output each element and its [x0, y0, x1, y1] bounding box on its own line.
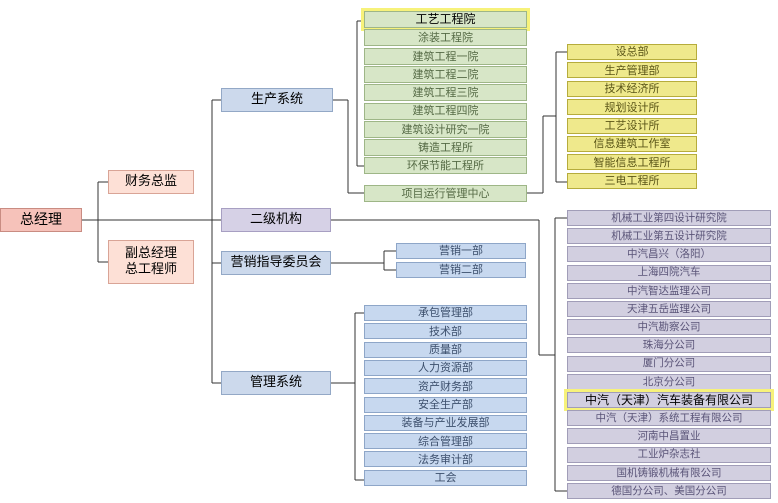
- production-system-node: 生产系统: [221, 88, 333, 112]
- second-level-unit-5: 中汽智达监理公司: [567, 282, 771, 299]
- second-level-unit-13: 河南中昌置业: [567, 428, 771, 445]
- production-subunit-4: 规划设计所: [567, 99, 697, 116]
- production-subunit-6: 信息建筑工作室: [567, 136, 697, 152]
- management-unit-6: 安全生产部: [364, 396, 527, 413]
- production-unit-3: 建筑工程一院: [364, 47, 527, 65]
- second-level-unit-9: 厦门分公司: [567, 355, 771, 372]
- root-node: 总经理: [0, 208, 82, 232]
- production-unit-7: 建筑设计研究一院: [364, 120, 527, 138]
- second-level-unit-11: 中汽（天津）汽车装备有限公司: [567, 392, 771, 408]
- production-unit-6: 建筑工程四院: [364, 102, 527, 120]
- management-unit-7: 装备与产业发展部: [364, 414, 527, 431]
- second-level-unit-2: 机械工业第五设计研究院: [567, 228, 771, 245]
- production-unit-4: 建筑工程二院: [364, 65, 527, 83]
- second-level-unit-6: 天津五岳监理公司: [567, 301, 771, 317]
- production-subunit-1: 设总部: [567, 44, 697, 60]
- vice-gm-node: 副总经理 总工程师: [108, 240, 194, 284]
- management-unit-4: 人力资源部: [364, 359, 527, 376]
- production-unit-1: 工艺工程院: [364, 11, 527, 28]
- production-unit-8: 铸造工程所: [364, 139, 527, 157]
- production-subunit-7: 智能信息工程所: [567, 154, 697, 171]
- second-level-node: 二级机构: [221, 208, 331, 232]
- production-unit-9: 环保节能工程所: [364, 157, 527, 175]
- second-level-unit-7: 中汽勘察公司: [567, 319, 771, 336]
- production-subunit-3: 技术经济所: [567, 80, 697, 97]
- management-unit-1: 承包管理部: [364, 305, 527, 321]
- production-unit-2: 涂装工程院: [364, 29, 527, 47]
- marketing-unit-2: 营销二部: [396, 262, 526, 278]
- second-level-unit-10: 北京分公司: [567, 373, 771, 390]
- management-unit-8: 综合管理部: [364, 433, 527, 450]
- second-level-unit-1: 机械工业第四设计研究院: [567, 210, 771, 226]
- project-center-node: 项目运行管理中心: [364, 185, 527, 202]
- management-unit-3: 质量部: [364, 341, 527, 358]
- second-level-unit-3: 中汽昌兴（洛阳）: [567, 246, 771, 263]
- second-level-unit-8: 珠海分公司: [567, 337, 771, 354]
- production-subunit-8: 三电工程所: [567, 172, 697, 189]
- management-unit-5: 资产财务部: [364, 378, 527, 395]
- production-unit-5: 建筑工程三院: [364, 84, 527, 102]
- management-unit-9: 法务审计部: [364, 451, 527, 468]
- production-subunit-5: 工艺设计所: [567, 117, 697, 134]
- second-level-unit-14: 工业炉杂志社: [567, 446, 771, 463]
- production-subunit-2: 生产管理部: [567, 62, 697, 79]
- finance-director-node: 财务总监: [108, 170, 194, 194]
- second-level-unit-15: 国机铸锻机械有限公司: [567, 464, 771, 481]
- second-level-unit-4: 上海四院汽车: [567, 264, 771, 281]
- management-unit-2: 技术部: [364, 323, 527, 340]
- marketing-committee-node: 营销指导委员会: [221, 251, 331, 275]
- second-level-unit-16: 德国分公司、美国分公司: [567, 483, 771, 499]
- marketing-unit-1: 营销一部: [396, 243, 526, 259]
- management-unit-10: 工会: [364, 469, 527, 486]
- management-system-node: 管理系统: [221, 371, 331, 395]
- second-level-unit-12: 中汽（天津）系统工程有限公司: [567, 410, 771, 427]
